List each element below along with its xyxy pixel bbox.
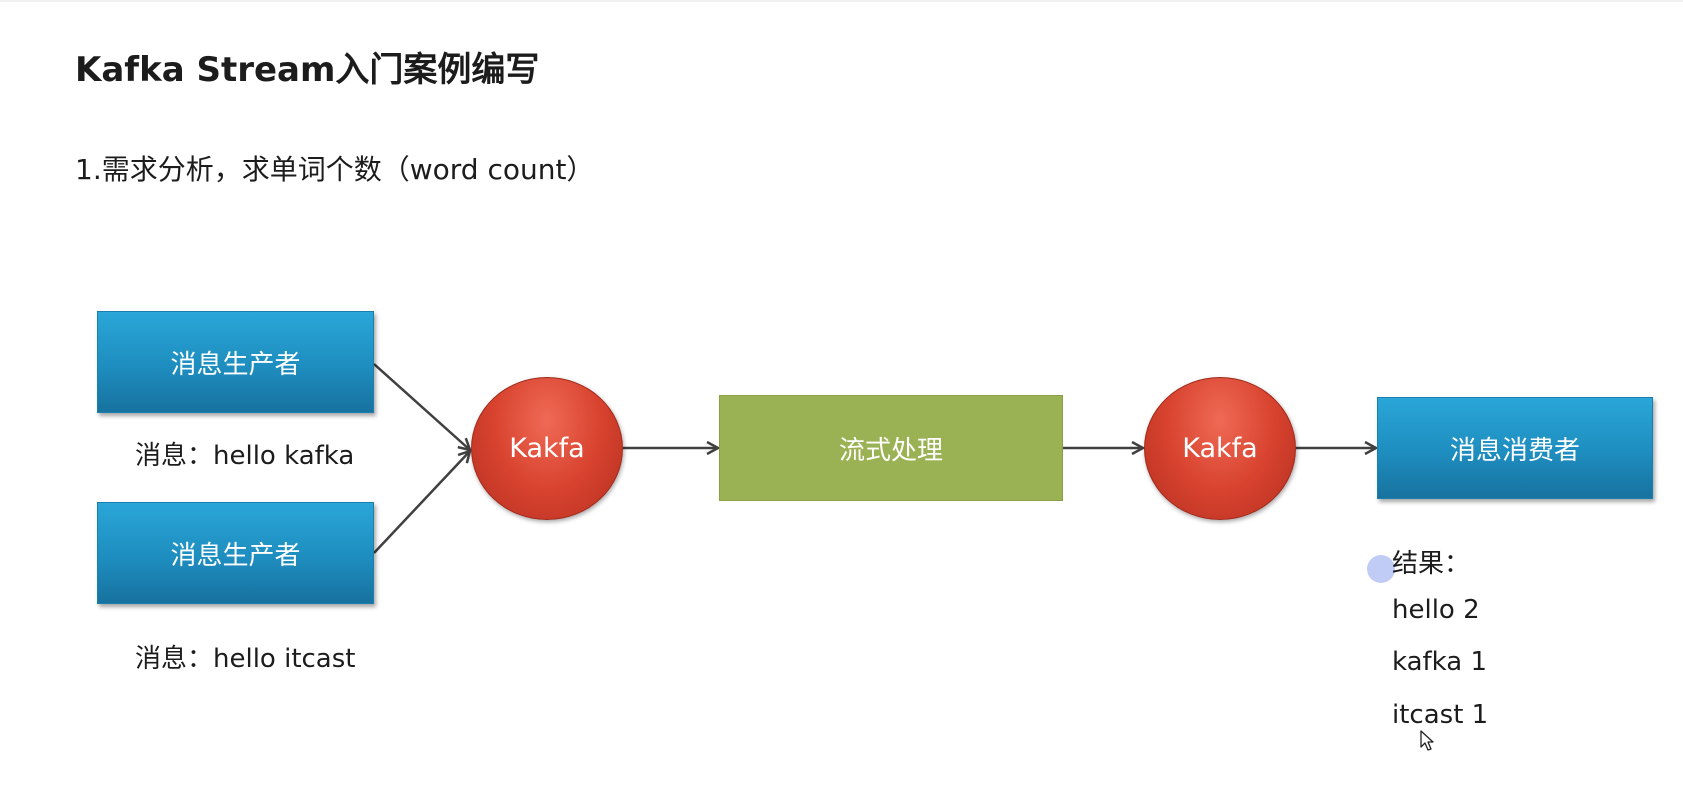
stream-processing-box: 流式处理 xyxy=(719,395,1063,501)
stream-processing-label: 流式处理 xyxy=(838,435,943,466)
kafka-1-label: Kakfa xyxy=(509,433,585,464)
page-title: Kafka Stream入门案例编写 xyxy=(75,50,540,90)
kafka-2-label: Kakfa xyxy=(1182,433,1258,464)
top-divider xyxy=(0,0,1683,2)
mouse-cursor-icon xyxy=(1420,730,1434,751)
consumer-label: 消息消费者 xyxy=(1449,435,1580,466)
arrow-producer2-to-kafka xyxy=(373,451,470,554)
kafka-node-1: Kakfa xyxy=(471,377,623,520)
requirement-subtitle: 1.需求分析，求单词个数（word count） xyxy=(75,153,595,186)
producer-1-message: 消息：hello kafka xyxy=(135,441,355,471)
result-line: kafka 1 xyxy=(1392,647,1488,677)
result-heading: 结果： xyxy=(1392,549,1471,579)
producer-box-2: 消息生产者 xyxy=(97,502,374,604)
result-line: itcast 1 xyxy=(1392,700,1489,730)
producer-2-message: 消息：hello itcast xyxy=(135,644,356,674)
producer-box-1: 消息生产者 xyxy=(97,311,374,413)
producer-1-label: 消息生产者 xyxy=(170,349,301,380)
producer-2-label: 消息生产者 xyxy=(170,540,301,571)
pointer-highlight xyxy=(1367,555,1395,583)
arrow-producer1-to-kafka xyxy=(373,363,470,450)
result-line: hello 2 xyxy=(1392,595,1480,625)
kafka-node-2: Kakfa xyxy=(1144,377,1296,520)
consumer-box: 消息消费者 xyxy=(1377,397,1653,499)
